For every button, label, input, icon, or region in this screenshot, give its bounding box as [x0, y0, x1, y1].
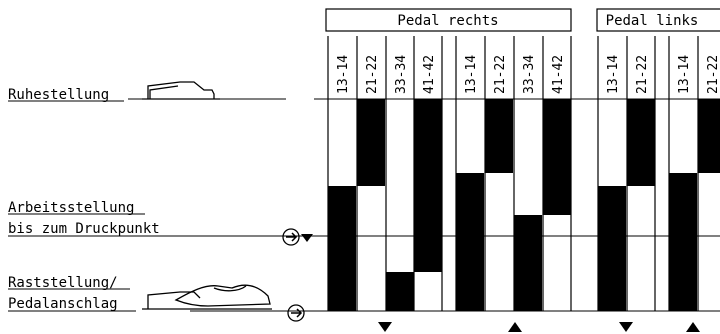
column-label: 21-22 — [635, 55, 650, 94]
column-label: 33-34 — [394, 55, 409, 94]
contact-closed-bar — [627, 99, 655, 186]
pedal-pressed-shoe-icon — [142, 284, 272, 310]
column-label: 13-14 — [464, 55, 479, 94]
druckpunkt-marker-icon — [282, 228, 313, 246]
contact-closed-bar — [669, 173, 697, 311]
label-druckpunkt: bis zum Druckpunkt — [8, 221, 160, 237]
column-label: 13-14 — [677, 55, 692, 94]
label-raststellung: Raststellung/ — [8, 275, 118, 291]
group-header-right: Pedal rechts — [397, 13, 498, 29]
label-arbeitsstellung: Arbeitsstellung — [8, 200, 134, 216]
group-header-box-right — [325, 8, 572, 32]
arrow-down-icon — [619, 322, 633, 332]
contact-closed-bar — [386, 272, 414, 311]
group-header-left: Pedal links — [606, 13, 699, 29]
column-label: 21-22 — [493, 55, 508, 94]
anschlag-marker-icon — [287, 304, 305, 322]
group-header-box-left — [596, 8, 720, 32]
column-label: 21-22 — [365, 55, 380, 94]
contact-closed-bar — [698, 99, 720, 173]
contact-closed-bar — [514, 215, 542, 311]
contact-closed-bar — [598, 186, 626, 311]
pedal-rest-icon — [142, 81, 220, 100]
arrow-up-icon — [508, 322, 522, 332]
column-label: 13-14 — [336, 55, 351, 94]
label-ruhestellung: Ruhestellung — [8, 87, 109, 103]
label-pedalanschlag: Pedalanschlag — [8, 296, 118, 312]
contact-closed-bar — [328, 186, 356, 311]
contact-closed-bar — [456, 173, 484, 311]
column-label: 13-14 — [606, 55, 621, 94]
column-label: 21-22 — [706, 55, 720, 94]
contact-closed-bar — [485, 99, 513, 173]
arrow-down-icon — [378, 322, 392, 332]
column-label: 41-42 — [422, 55, 437, 94]
arrow-up-icon — [686, 322, 700, 332]
contact-closed-bar — [543, 99, 571, 215]
contact-closed-bar — [414, 99, 442, 272]
column-label: 33-34 — [522, 55, 537, 94]
contact-closed-bar — [357, 99, 385, 186]
column-label: 41-42 — [551, 55, 566, 94]
